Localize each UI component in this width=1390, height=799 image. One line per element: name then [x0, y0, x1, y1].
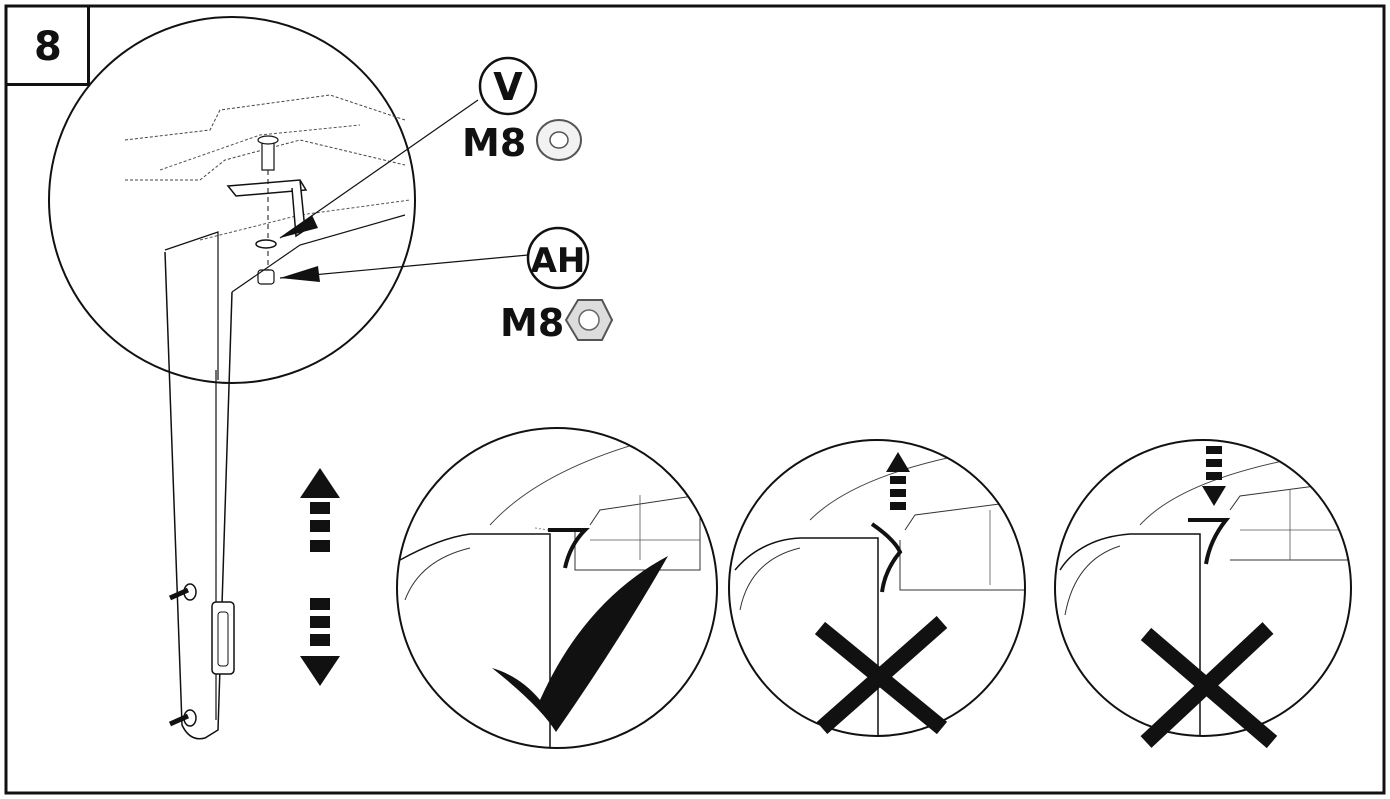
washer-icon	[536, 119, 582, 161]
down-hint-arrow-icon	[1202, 446, 1226, 506]
detail-circle-too-low	[1054, 439, 1352, 737]
check-mark-icon	[492, 556, 668, 732]
part-code-v: V	[493, 65, 523, 109]
part-ah-badge	[526, 226, 590, 290]
part-size-v: M8	[462, 121, 526, 165]
support-post	[164, 251, 235, 740]
cross-mark-icon-2	[1140, 622, 1278, 749]
up-down-dashed-arrow-icon	[300, 468, 340, 686]
up-hint-arrow-icon	[886, 452, 910, 510]
step-number-box: 8	[6, 6, 90, 86]
detail-circle-too-high	[728, 439, 1026, 737]
part-code-ah: AH	[531, 241, 586, 281]
part-v-badge	[478, 56, 538, 116]
part-size-ah: M8	[500, 301, 564, 345]
step-number: 8	[34, 24, 62, 70]
zoom-detail-circle	[48, 16, 416, 384]
page-frame	[4, 4, 1386, 795]
cross-mark-icon	[814, 616, 948, 735]
detail-circle-correct	[396, 427, 718, 749]
leader-lines	[279, 99, 529, 282]
nylon-lock-nut-icon	[564, 299, 614, 341]
